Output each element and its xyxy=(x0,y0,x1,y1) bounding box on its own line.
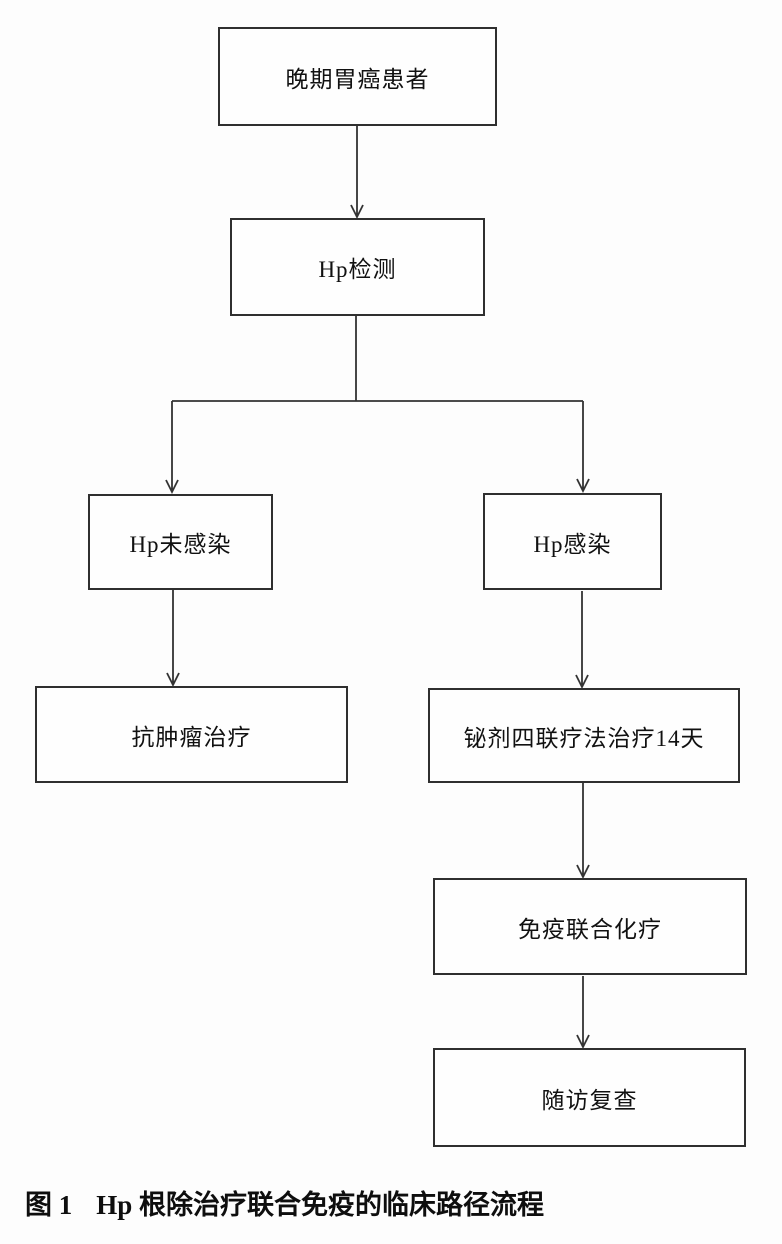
node-label: Hp未感染 xyxy=(129,532,232,557)
edge-quadruple-to-immuno-chemo xyxy=(576,783,590,880)
node-bismuth-quadruple-therapy-14-days: 铋剂四联疗法治疗14天 xyxy=(428,688,740,783)
edge-hp-positive-to-quadruple xyxy=(575,591,589,690)
node-advanced-gastric-cancer-patients: 晚期胃癌患者 xyxy=(218,27,497,126)
edge-hp-negative-to-antitumor xyxy=(166,590,180,688)
edge-hp-test-split xyxy=(172,316,583,402)
node-label: 抗肿瘤治疗 xyxy=(131,724,252,750)
node-label: Hp检测 xyxy=(318,257,397,282)
figure-number: 图 1 xyxy=(25,1190,73,1220)
node-immunotherapy-plus-chemotherapy: 免疫联合化疗 xyxy=(433,878,747,975)
node-hp-not-infected: Hp未感染 xyxy=(88,494,273,590)
edge-immuno-chemo-to-followup xyxy=(576,976,590,1050)
edge-patient-to-hp-test xyxy=(350,126,364,220)
node-antitumor-treatment: 抗肿瘤治疗 xyxy=(35,686,348,783)
node-label: Hp感染 xyxy=(533,531,612,557)
node-hp-test: Hp检测 xyxy=(230,218,485,316)
node-label: 免疫联合化疗 xyxy=(518,916,662,942)
node-label: 晚期胃癌患者 xyxy=(285,66,430,92)
edge-split-to-hp-negative xyxy=(165,401,179,495)
node-label: 铋剂四联疗法治疗14天 xyxy=(463,725,705,751)
figure-caption: 图 1 Hp 根除治疗联合免疫的临床路径流程 xyxy=(25,1183,544,1222)
node-hp-infected: Hp感染 xyxy=(483,493,662,590)
node-label: 随访复查 xyxy=(541,1087,638,1113)
figure-title: Hp 根除治疗联合免疫的临床路径流程 xyxy=(96,1190,545,1220)
node-followup-review: 随访复查 xyxy=(433,1048,746,1147)
edge-split-to-hp-positive xyxy=(576,401,590,494)
